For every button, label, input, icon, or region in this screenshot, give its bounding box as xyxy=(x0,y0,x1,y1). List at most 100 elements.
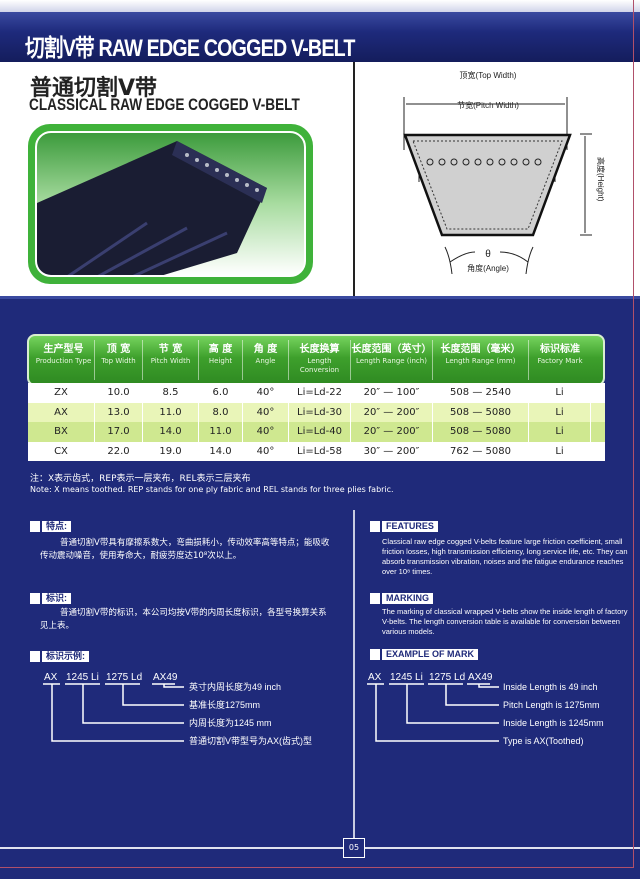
section-features-cn: 特点: xyxy=(30,520,71,532)
product-title-cn: 普通切割V带 xyxy=(30,76,158,101)
mark-explanation: 内周长度为1245 mm xyxy=(189,717,272,728)
table-cell: AX xyxy=(28,402,95,422)
column-header-cn: 顶 宽 xyxy=(106,344,131,355)
column-header-en: Production Type xyxy=(35,357,92,365)
table-cell: 20″ — 200″ xyxy=(351,422,433,442)
column-header: 高 度 Height xyxy=(199,340,243,380)
footer-line xyxy=(0,847,640,849)
marking-text-cn: 普通切割V带的标识，本公司均按V带的内周长度标识，各型号换算关系见上表。 xyxy=(40,608,327,631)
section-example-en: EXAMPLE OF MARK xyxy=(370,648,479,660)
trim-line xyxy=(633,0,634,868)
table-cell: 40° xyxy=(243,402,289,422)
table-cell: Li=Ld-30 xyxy=(289,402,351,422)
table-cell: 8.5 xyxy=(143,383,199,403)
table-cell: 14.0 xyxy=(199,441,243,461)
column-header-cn: 高 度 xyxy=(208,344,233,355)
vbelt-cross-section-diagram: 顶宽(Top Width) 节宽(Pitch Width) 高度(Height)… xyxy=(403,70,606,275)
column-header: 顶 宽 Top Width xyxy=(95,340,143,380)
table-cell: 10.0 xyxy=(95,383,143,403)
table-cell: Li xyxy=(529,383,591,403)
mark-code: AX49 xyxy=(468,672,493,683)
mark-explanation: 英寸内周长度为49 inch xyxy=(189,681,281,692)
table-cell: 14.0 xyxy=(143,422,199,442)
table-cell: 762 — 5080 xyxy=(433,441,529,461)
section-label: 标识: xyxy=(42,592,71,604)
belt-image xyxy=(37,141,267,275)
table-cell: 17.0 xyxy=(95,422,143,442)
column-header-cn: 角 度 xyxy=(253,344,278,355)
table-cell: Li=Ld-58 xyxy=(289,441,351,461)
mark-explanation: 普通切割V带型号为AX(齿式)型 xyxy=(189,735,312,746)
features-text-cn: 普通切割V带具有摩擦系数大，弯曲损耗小，传动效率高等特点；能吸收传动震动噪音，使… xyxy=(40,538,330,561)
mark-code: AX xyxy=(44,672,58,683)
note-en: Note: X means toothed. REP stands for on… xyxy=(30,485,394,494)
section-label: EXAMPLE OF MARK xyxy=(382,648,479,660)
table-cell: 508 — 2540 xyxy=(433,383,529,403)
table-cell: 40° xyxy=(243,441,289,461)
table-cell: Li xyxy=(529,402,591,422)
product-title-en: CLASSICAL RAW EDGE COGGED V-BELT xyxy=(29,95,300,114)
section-label: MARKING xyxy=(382,592,433,604)
section-example-cn: 标识示例: xyxy=(30,650,89,662)
mark-code: 1275 Ld xyxy=(106,672,142,683)
table-cell: 20″ — 200″ xyxy=(351,402,433,422)
section-label: 标识示例: xyxy=(42,650,89,662)
marking-text-en: The marking of classical wrapped V-belts… xyxy=(382,607,628,636)
column-header-en: Top Width xyxy=(101,357,136,365)
mark-explanation: Type is AX(Toothed) xyxy=(503,736,584,746)
section-features-en: FEATURES xyxy=(370,520,438,532)
note-cn: 注：X表示齿式，REP表示一层夹布，REL表示三层夹布 xyxy=(30,474,251,484)
features-text-en: Classical raw edge cogged V-belts featur… xyxy=(382,537,628,576)
column-header-en: Length Conversion xyxy=(299,357,340,374)
column-header: 长度范围（英寸） Length Range (inch) xyxy=(351,340,433,380)
mark-explanation: 基准长度1275mm xyxy=(189,699,260,710)
separator xyxy=(0,296,640,299)
table-cell: Li xyxy=(529,441,591,461)
column-header: 长度范围（毫米）Length Range (mm) xyxy=(433,340,529,380)
page-number: 05 xyxy=(343,838,365,858)
column-header-en: Height xyxy=(208,357,233,365)
table-cell: 40° xyxy=(243,383,289,403)
angle-label: 角度(Angle) xyxy=(467,263,509,273)
table-cell: 13.0 xyxy=(95,402,143,422)
mark-code: 1245 Li xyxy=(390,672,423,683)
mark-code: AX xyxy=(368,672,382,683)
section-marking-en: MARKING xyxy=(370,592,433,604)
table-cell: 20″ — 100″ xyxy=(351,383,433,403)
top-strip xyxy=(0,0,640,14)
table-cell: ZX xyxy=(28,383,95,403)
table-cell: 508 — 5080 xyxy=(433,422,529,442)
mark-explanation: Inside Length is 49 inch xyxy=(503,682,598,692)
column-header: 生产型号 Production Type xyxy=(33,340,95,380)
table-cell: CX xyxy=(28,441,95,461)
column-header-cn: 长度范围（英寸） xyxy=(351,344,432,355)
product-photo xyxy=(28,124,313,284)
mark-code: 1275 Ld xyxy=(429,672,465,683)
column-header-en: Length Range (inch) xyxy=(356,357,427,365)
page-title: 切割V带 RAW EDGE COGGED V-BELT xyxy=(25,35,355,62)
section-label: FEATURES xyxy=(382,520,438,532)
mark-code: 1245 Li xyxy=(66,672,99,683)
header-band: 切割V带 RAW EDGE COGGED V-BELT xyxy=(0,12,640,62)
section-label: 特点: xyxy=(42,520,71,532)
table-cell: 8.0 xyxy=(199,402,243,422)
mark-explanation: Pitch Length is 1275mm xyxy=(503,700,600,710)
trim-line xyxy=(0,867,634,868)
pitch-width-label: 节宽(Pitch Width) xyxy=(457,100,519,110)
column-header-cn: 长度换算 xyxy=(299,344,340,355)
table-cell: 6.0 xyxy=(199,383,243,403)
table-cell: 30″ — 200″ xyxy=(351,441,433,461)
column-header-cn: 生产型号 xyxy=(43,344,84,355)
column-header-cn: 长度范围（毫米） xyxy=(440,344,521,355)
column-header: 长度换算 Length Conversion xyxy=(289,340,351,380)
divider xyxy=(353,62,355,298)
column-header-en: Factory Mark xyxy=(537,357,583,365)
table-cell: 11.0 xyxy=(143,402,199,422)
